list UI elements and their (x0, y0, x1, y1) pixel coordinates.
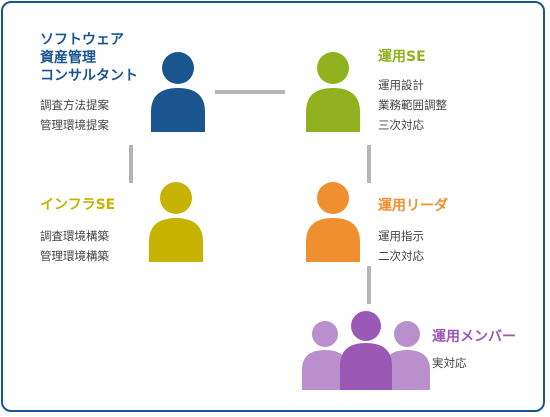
ops-member-person-right-icon (384, 321, 430, 390)
consultant-tasks: 調査方法提案 管理環境提案 (40, 95, 109, 135)
consultant-task: 調査方法提案 (40, 98, 109, 112)
ops-leader-person-icon (306, 182, 360, 262)
ops-member-title: 運用メンバー (432, 329, 516, 345)
consultant-task: 管理環境提案 (40, 118, 109, 132)
ops-se-person-icon (306, 52, 360, 132)
ops-member-group-icon (302, 311, 430, 390)
infra-se-task: 調査環境構築 (40, 229, 109, 243)
consultant-title-line-3: コンサルタント (40, 68, 138, 84)
connector-ops-leader-ops-member (367, 266, 371, 304)
ops-member-person-left-icon (302, 321, 348, 390)
ops-member-person-center-icon (340, 311, 392, 390)
connector-consultant-infra-se (129, 145, 133, 183)
connector-consultant-ops-se (215, 90, 285, 94)
infra-se-task: 管理環境構築 (40, 249, 109, 263)
ops-se-tasks: 運用設計 業務範囲調整 三次対応 (378, 75, 447, 135)
connector-ops-se-ops-leader (367, 145, 371, 183)
ops-member-tasks: 実対応 (432, 353, 467, 373)
consultant-title-line-2: 資産管理 (40, 50, 96, 66)
diagram-frame (1, 1, 545, 412)
ops-se-task: 三次対応 (378, 118, 424, 132)
consultant-title: ソフトウェア 資産管理 コンサルタント (40, 31, 138, 85)
ops-leader-task: 二次対応 (378, 249, 424, 263)
infra-se-tasks: 調査環境構築 管理環境構築 (40, 226, 109, 266)
ops-se-title: 運用SE (378, 49, 426, 65)
infra-se-person-icon (149, 182, 203, 262)
ops-leader-tasks: 運用指示 二次対応 (378, 226, 424, 266)
ops-se-task: 業務範囲調整 (378, 98, 447, 112)
consultant-title-line-1: ソフトウェア (40, 32, 124, 48)
ops-se-task: 運用設計 (378, 78, 424, 92)
ops-member-task: 実対応 (432, 356, 467, 370)
ops-leader-title: 運用リーダ (378, 198, 448, 214)
ops-leader-task: 運用指示 (378, 229, 424, 243)
infra-se-title: インフラSE (40, 197, 116, 213)
consultant-person-icon (151, 52, 205, 132)
